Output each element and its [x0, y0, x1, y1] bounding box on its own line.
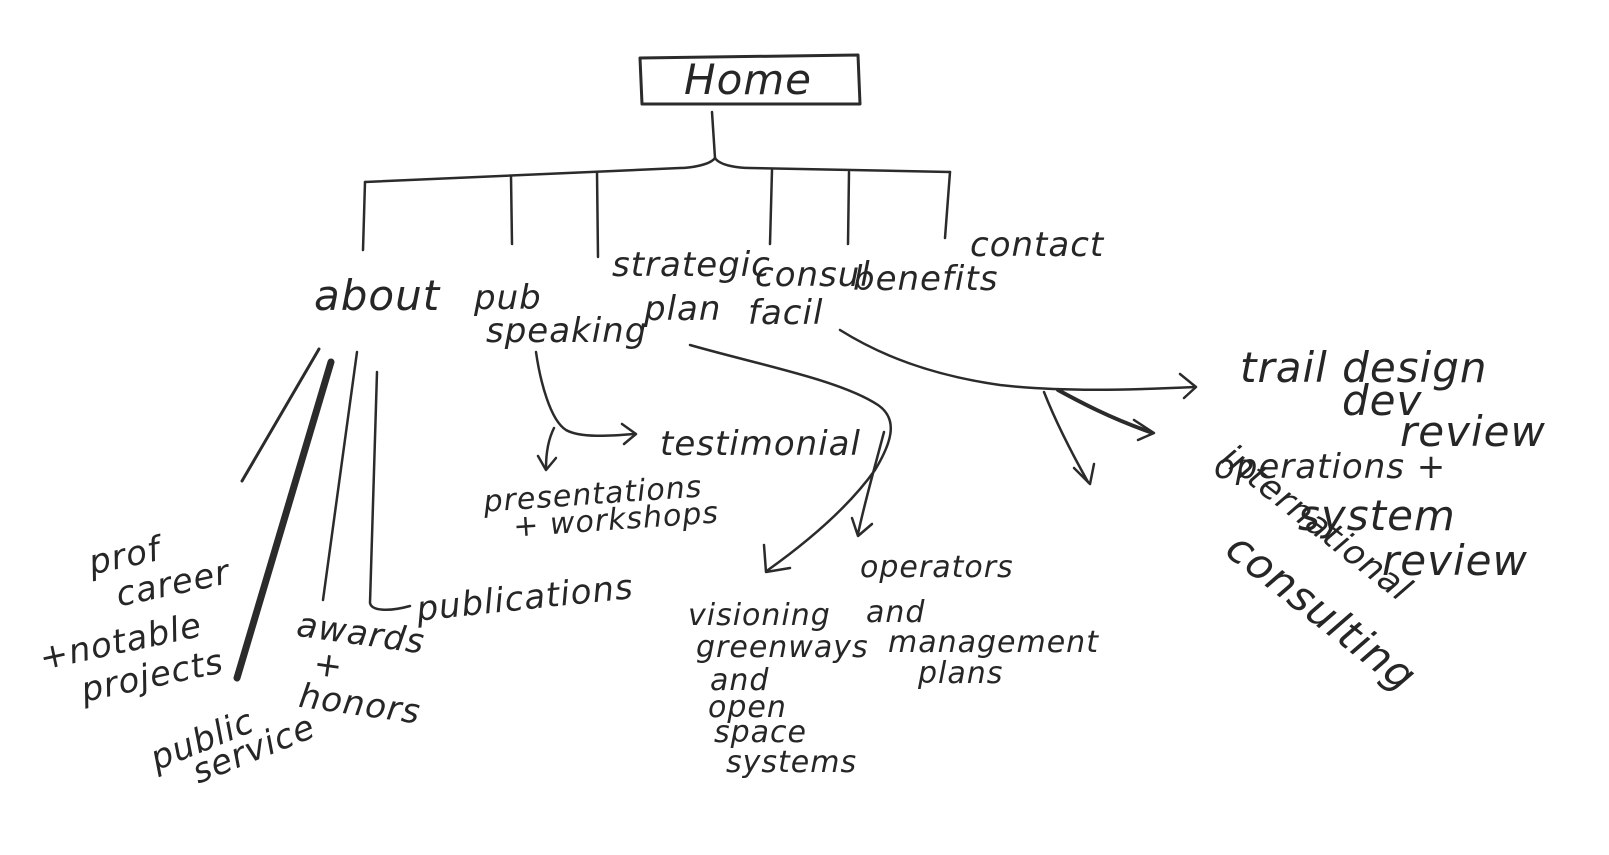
strat-visioning-line4: open [708, 690, 787, 725]
strat-visioning-line2: greenways [696, 630, 869, 665]
consult-connectors [838, 328, 1198, 486]
strat-operators-line2: and [866, 595, 925, 630]
consult-trail-design-line1: trail design [1240, 343, 1488, 392]
pub-speaking-children: testimonial presentations + workshops [481, 424, 861, 545]
consult-operations-line3: review [1382, 536, 1528, 585]
nav-consult-facil-line1: consul [755, 255, 871, 295]
top-level-connectors [361, 110, 952, 259]
pub-testimonial: testimonial [660, 424, 861, 464]
about-awards-line3: honors [296, 676, 423, 733]
strat-visioning-line1: visioning [688, 598, 831, 633]
nav-strategic-plan-line2: plan [643, 289, 721, 329]
strat-operators-line1: operators [860, 550, 1014, 585]
nav-benefits: benefits [853, 259, 998, 299]
consult-trail-design-line3: review [1400, 407, 1546, 456]
nav-pub-speaking-line2: speaking [486, 311, 647, 351]
consult-operations-line2: system [1298, 491, 1456, 540]
strat-visioning-line3: and [710, 663, 769, 698]
home-box [638, 53, 862, 106]
nav-contact: contact [970, 225, 1105, 265]
strategic-plan-connectors [688, 343, 893, 574]
pub-speaking-connectors [534, 350, 638, 472]
about-publications: publications [413, 567, 635, 630]
about-awards-line2: + [311, 644, 346, 688]
strat-operators-line4: plans [917, 656, 1003, 691]
nav-strategic-plan-line1: strategic [612, 245, 771, 285]
nav-about: about [314, 271, 441, 320]
strat-operators-line3: management [888, 625, 1099, 660]
about-children: prof career +notable projects public ser… [36, 528, 636, 792]
about-connectors [233, 347, 412, 682]
home-node: Home [638, 53, 862, 106]
nav-consult-facil-line2: facil [748, 293, 823, 333]
consult-operations-line1: operations + [1214, 447, 1446, 487]
consult-children: trail design dev review operations + sys… [1214, 343, 1546, 701]
strat-visioning-line5: space [714, 715, 807, 750]
strat-visioning-line6: systems [726, 745, 857, 780]
home-label: Home [684, 55, 812, 104]
top-level-labels: about pub speaking strategic plan consul… [314, 225, 1105, 351]
strategic-plan-children: visioning greenways and open space syste… [688, 550, 1099, 780]
consult-trail-design-line2: dev [1342, 376, 1423, 425]
nav-pub-speaking-line1: pub [473, 278, 542, 318]
